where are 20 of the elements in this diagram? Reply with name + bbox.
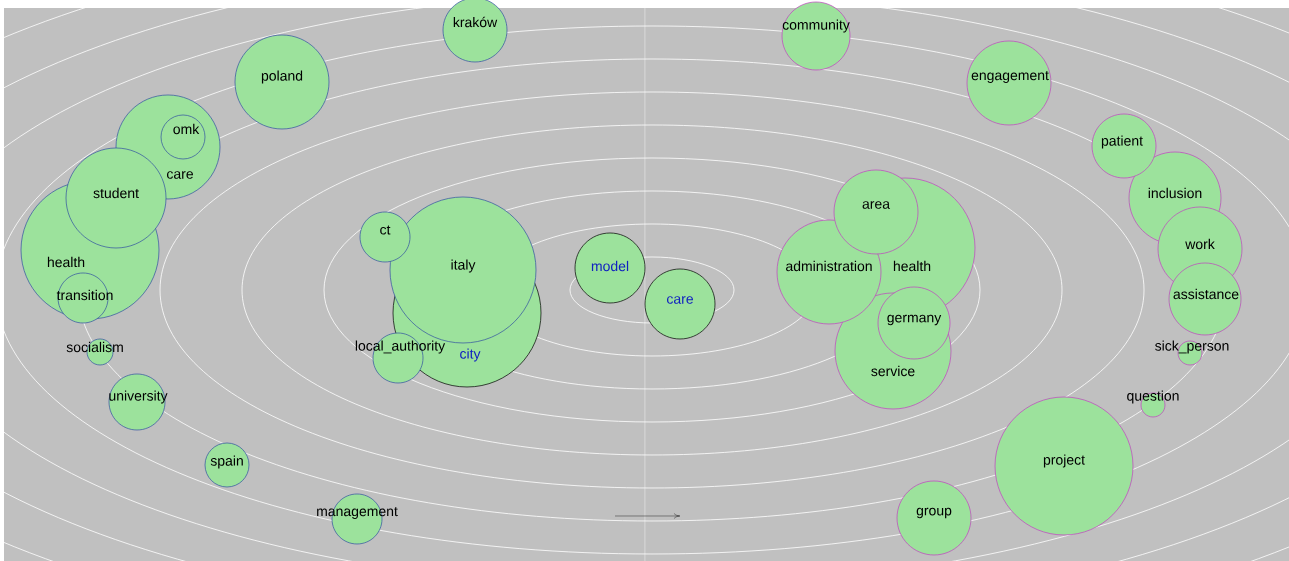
bubble: patient xyxy=(1091,113,1157,179)
bubble: care xyxy=(644,268,716,340)
bubble: omk xyxy=(160,114,206,160)
bubble: group xyxy=(896,480,972,556)
bubble: ct xyxy=(359,211,411,263)
bubble: community xyxy=(781,1,851,71)
bubble: spain xyxy=(204,442,250,488)
bubble: socialism xyxy=(66,338,123,366)
bubble: model xyxy=(574,232,646,304)
bubble: poland xyxy=(234,34,330,130)
bubble: management xyxy=(317,493,398,545)
bubble: sick_person xyxy=(1155,340,1229,366)
bubble: germany xyxy=(877,286,951,360)
bubble: student xyxy=(65,147,167,249)
bubble: area xyxy=(833,169,919,255)
bubble: engagement xyxy=(966,40,1052,126)
bubble: assistance xyxy=(1168,262,1242,336)
bubble: kraków xyxy=(442,0,508,63)
bubble: university xyxy=(108,373,168,431)
bubble: administration xyxy=(776,219,882,325)
